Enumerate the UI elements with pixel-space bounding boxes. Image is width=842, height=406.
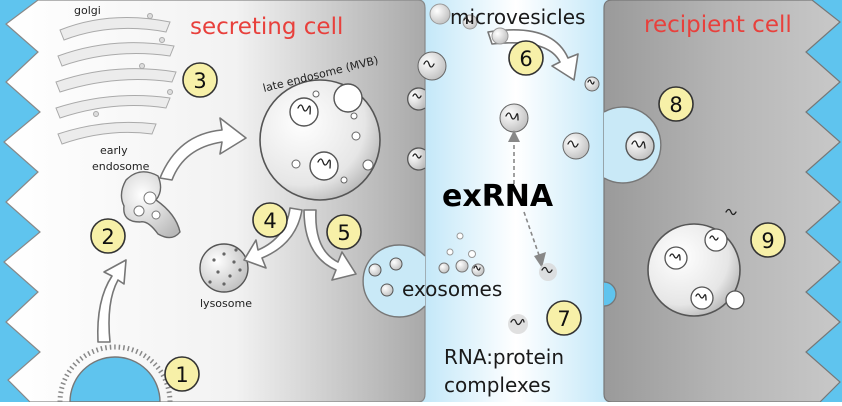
released-vesicles [417,3,600,277]
step-marker-8: 8 [658,86,694,122]
svg-text:5: 5 [337,221,350,245]
label-exrna: exRNA [442,179,554,214]
recipient-cell-body [603,0,841,403]
endocytic-vesicle [57,344,173,403]
step-marker-9: 9 [750,222,786,258]
label-lysosome: lysosome [200,297,252,310]
label-secreting-cell: secreting cell [190,14,343,40]
label-exosomes: exosomes [402,277,502,301]
late-endosome-mvb [259,79,381,201]
step-marker-4: 4 [252,202,288,238]
label-rna-protein-line2: complexes [444,373,551,397]
label-microvesicles: microvesicles [450,5,585,29]
step-marker-5: 5 [326,214,362,250]
exrna-dashed-arrows [508,130,546,268]
label-rna-protein-line1: RNA:protein [444,345,564,369]
lysosome [199,243,249,293]
label-recipient-cell: recipient cell [644,12,792,38]
svg-text:2: 2 [101,225,114,249]
arrow-step-3 [159,117,247,181]
arrow-step-1-2 [96,259,127,343]
svg-text:1: 1 [175,363,188,387]
svg-text:9: 9 [761,229,774,253]
recipient-mvb [647,223,745,317]
secreting-cell-microvesicles [407,87,426,171]
step-marker-7: 7 [546,300,582,336]
svg-text:7: 7 [557,307,570,331]
svg-text:6: 6 [519,47,532,71]
recipient-cell-uptake [603,106,737,307]
step-marker-2: 2 [90,218,126,254]
svg-text:8: 8 [669,93,682,117]
svg-text:3: 3 [193,69,206,93]
exosome-release-bud [362,244,426,318]
step-marker-6: 6 [508,40,544,76]
step-marker-3: 3 [182,62,218,98]
early-endosome [120,171,181,239]
golgi-apparatus [55,13,177,145]
label-golgi: golgi [74,4,101,17]
svg-text:4: 4 [263,209,276,233]
rna-protein-complexes [508,263,557,334]
step-marker-1: 1 [164,356,200,392]
label-early-endosome-line2: endosome [92,160,150,173]
label-early-endosome-line1: early [100,144,128,157]
arrow-step-5 [303,209,357,281]
